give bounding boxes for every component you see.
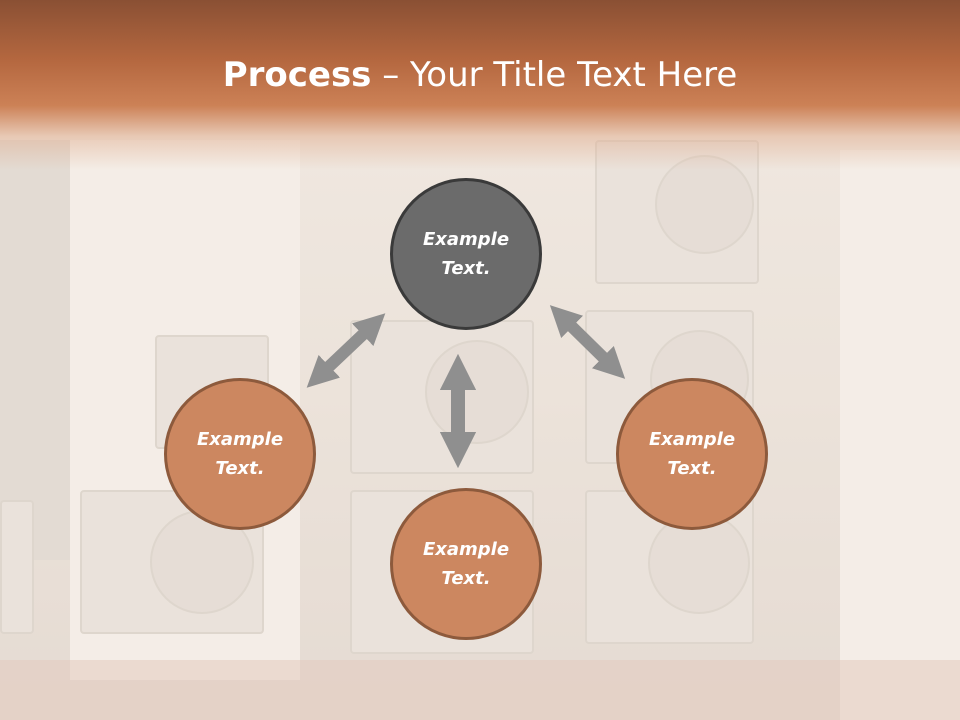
background-fan	[655, 155, 754, 254]
node-center: Example Text.	[390, 178, 542, 330]
slide-title: Process – Your Title Text Here	[0, 50, 960, 100]
node-center-line2: Text.	[441, 258, 491, 279]
node-bottom: Example Text.	[390, 488, 542, 640]
node-left: Example Text.	[164, 378, 316, 530]
title-bold: Process	[222, 55, 372, 95]
node-right-line1: Example	[648, 429, 736, 450]
background-pillar	[840, 150, 960, 720]
double-arrow-right	[549, 305, 626, 379]
node-bottom-line2: Text.	[441, 568, 491, 589]
node-right-line2: Text.	[667, 458, 717, 479]
title-rest: – Your Title Text Here	[371, 55, 738, 95]
node-right: Example Text.	[616, 378, 768, 530]
background-shadow	[0, 140, 70, 560]
node-left-line1: Example	[196, 429, 284, 450]
background-floor	[0, 660, 960, 720]
node-left-line2: Text.	[215, 458, 265, 479]
title-band	[0, 0, 960, 170]
double-arrow-left	[306, 313, 386, 388]
background-ac-unit	[0, 500, 34, 634]
node-bottom-line1: Example	[422, 539, 510, 560]
node-center-line1: Example	[422, 229, 510, 250]
